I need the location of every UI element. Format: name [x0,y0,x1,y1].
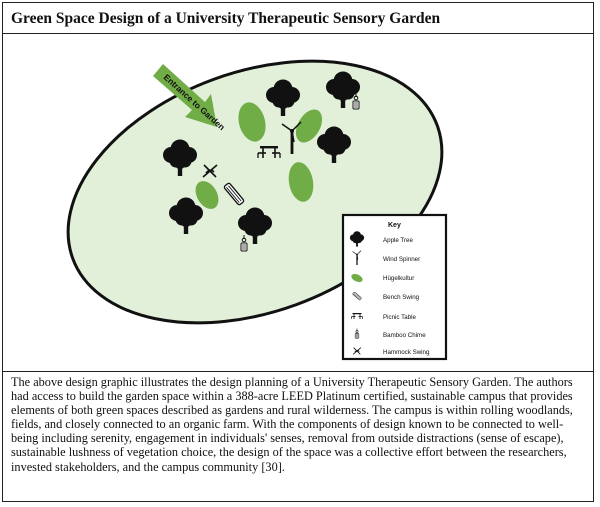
legend-label-hugelkultur: Hügelkultur [383,275,414,282]
hugelkultur-3 [288,162,314,202]
title-divider [3,33,593,34]
legend-box: Key Apple Tree Wind Spinner Hügelkultur … [341,213,448,361]
hugelkultur-4 [195,181,219,209]
figure-title: Green Space Design of a University Thera… [11,10,441,27]
legend-label-bamboo-chime: Bamboo Chime [383,332,426,339]
legend-label-apple-tree: Apple Tree [383,237,413,244]
hugelkultur-2 [295,109,323,143]
hugelkultur-1 [238,102,266,142]
hugelkultur-mounds [195,102,323,209]
legend-label-bench-swing: Bench Swing [383,294,420,301]
legend-label-wind-spinner: Wind Spinner [383,256,420,263]
figure-frame: Green Space Design of a University Thera… [2,2,594,502]
legend-icon-hugelkultur [351,273,363,283]
caption-divider [3,371,593,372]
legend-label-picnic-table: Picnic Table [383,314,416,321]
legend-label-hammock-swing: Hammock Swing [383,349,430,356]
figure-caption: The above design graphic illustrates the… [11,375,573,474]
legend-heading: Key [388,222,401,229]
garden-diagram: Entrance to Garden Key Apple Tree [66,59,448,361]
